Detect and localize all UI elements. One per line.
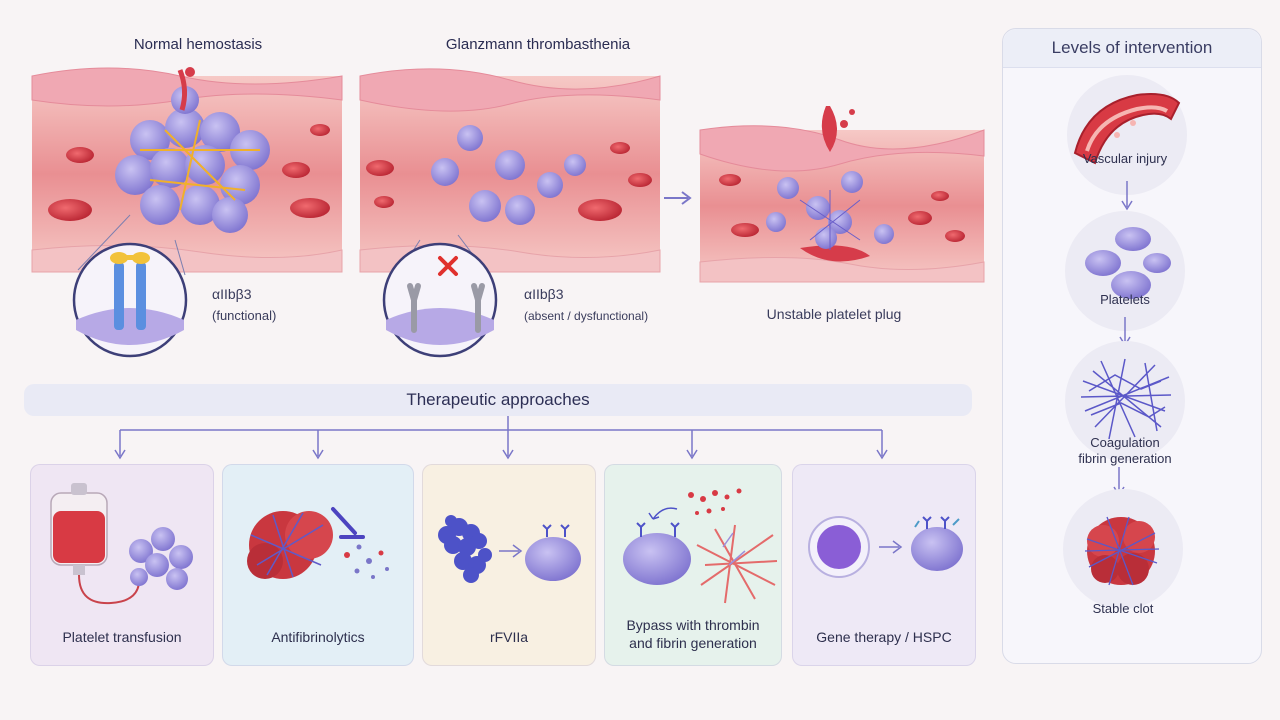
bypass-thrombin-icon bbox=[623, 488, 778, 604]
normal-hemostasis-title: Normal hemostasis bbox=[133, 36, 263, 53]
therapeutic-approaches-header: Therapeutic approaches bbox=[24, 384, 972, 416]
card-label-gene-therapy: Gene therapy / HSPC bbox=[816, 629, 952, 645]
inhibit-symbol-icon bbox=[331, 507, 365, 539]
level-arrow-1 bbox=[1121, 181, 1133, 211]
antifibrinolytic-clot-icon bbox=[247, 507, 389, 579]
level-label-coagulation-2: fibrin generation bbox=[1078, 451, 1172, 466]
card-label-antifibrinolytics: Antifibrinolytics bbox=[271, 629, 365, 645]
absent-x-icon bbox=[438, 256, 458, 276]
card-platelet-transfusion: Platelet transfusion bbox=[30, 464, 214, 666]
platelets-icon bbox=[1085, 227, 1171, 299]
normal-receptor-label: αIIbβ3 bbox=[212, 286, 252, 302]
rfviia-molecule-icon bbox=[438, 515, 581, 583]
unstable-plug-panel bbox=[699, 106, 985, 283]
card-label-bypass-line2: and fibrin generation bbox=[629, 635, 757, 651]
vessel-illustrations bbox=[31, 67, 985, 358]
stable-clot-icon bbox=[1084, 516, 1160, 586]
level-label-platelets: Platelets bbox=[1100, 292, 1150, 307]
transfusion-bag-icon bbox=[50, 483, 193, 605]
gt-receptor-state: (absent / dysfunctional) bbox=[524, 309, 649, 323]
level-label-vascular-injury: Vascular injury bbox=[1082, 151, 1168, 166]
card-antifibrinolytics: Antifibrinolytics bbox=[222, 464, 414, 666]
card-label-bypass-line1: Bypass with thrombin bbox=[626, 617, 760, 633]
normal-vessel-panel bbox=[31, 67, 343, 358]
arrow-to-unstable bbox=[664, 191, 692, 205]
card-bypass: Bypass with thrombin and fibrin generati… bbox=[604, 464, 782, 666]
card-rfviia: rFVIIa bbox=[422, 464, 596, 666]
normal-receptor-state: (functional) bbox=[212, 308, 277, 323]
blood-vessel-icon bbox=[1073, 93, 1181, 165]
gt-receptor-label: αIIbβ3 bbox=[524, 286, 564, 302]
therapy-branch-arrows bbox=[114, 416, 888, 460]
levels-of-intervention-panel: Levels of intervention Vascular injury P… bbox=[1002, 28, 1262, 664]
card-gene-therapy: Gene therapy / HSPC bbox=[792, 464, 976, 666]
glanzmann-title: Glanzmann thrombasthenia bbox=[445, 36, 631, 53]
gene-therapy-cell-icon bbox=[808, 516, 963, 578]
levels-panel-title: Levels of intervention bbox=[1003, 29, 1261, 68]
card-label-rfviia: rFVIIa bbox=[489, 629, 529, 645]
level-label-stable-clot: Stable clot bbox=[1092, 601, 1154, 616]
gt-vessel-panel bbox=[359, 68, 661, 358]
platelet-aggregate bbox=[115, 67, 270, 233]
fibrin-mesh-icon bbox=[1080, 358, 1172, 440]
level-label-coagulation-1: Coagulation bbox=[1090, 435, 1160, 450]
unstable-plug-label: Unstable platelet plug bbox=[766, 306, 902, 322]
card-label-platelet-transfusion: Platelet transfusion bbox=[62, 629, 182, 645]
